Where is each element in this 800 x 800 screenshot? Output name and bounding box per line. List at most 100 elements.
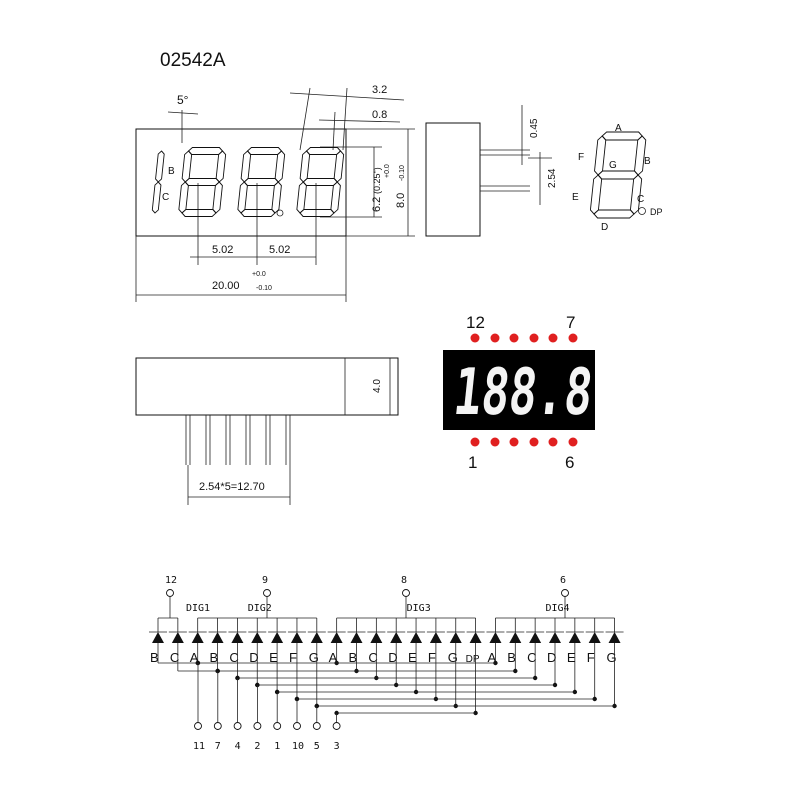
- segment-label: A: [190, 650, 199, 665]
- led-pin-dots: [470, 333, 578, 447]
- segment-pin-label: 1: [274, 741, 280, 752]
- segment-label: A: [487, 650, 496, 665]
- segment-label: B: [507, 650, 516, 665]
- segment-f: [299, 150, 311, 183]
- side-view: 0.45 2.54: [425, 105, 558, 237]
- segment-label: C: [229, 650, 238, 665]
- pin-label-12: 12: [466, 313, 485, 332]
- front-digit-2: [178, 147, 227, 217]
- pin-dot-bottom: [568, 437, 578, 447]
- pin-terminal: [561, 589, 569, 597]
- segmap-label-f: F: [578, 152, 584, 163]
- segment-c: [151, 181, 162, 214]
- dim-segment-thickness: 0.8: [372, 109, 387, 121]
- display-readout: 188.8: [450, 355, 596, 430]
- seg-label-b: B: [168, 166, 175, 177]
- pin-dot-top: [568, 333, 578, 343]
- front-digit-4: [296, 147, 345, 217]
- diode-triangle-icon: [608, 632, 621, 643]
- pin-label-1: 1: [468, 453, 477, 472]
- dim-digit-height-inch: (0.25"): [372, 167, 382, 194]
- pin-terminal: [312, 722, 321, 730]
- segment-b: [274, 150, 286, 183]
- bottom-pin: [225, 415, 231, 465]
- segmap-digit: [589, 131, 647, 219]
- diode-f: F: [426, 618, 445, 702]
- digit-label: DIG3: [407, 603, 431, 614]
- segment-pin-label: 10: [292, 741, 304, 752]
- pin-label-7: 7: [566, 313, 575, 332]
- pin-label-6: 6: [565, 453, 574, 472]
- segment-label: E: [408, 650, 417, 665]
- pin-dot-top: [529, 333, 539, 343]
- diode-triangle-icon: [310, 632, 323, 643]
- common-pin-label: 8: [401, 575, 407, 586]
- dim-height-tol-minus: -0.10: [399, 165, 406, 181]
- diode-triangle-icon: [390, 632, 403, 643]
- dim-height: 8.0: [395, 193, 407, 208]
- segment-e: [178, 181, 189, 214]
- side-body-outline: [425, 122, 481, 237]
- segment-e: [237, 181, 248, 214]
- angle-line: [167, 111, 199, 115]
- diode-triangle-icon: [568, 632, 581, 643]
- diode-d: D: [387, 618, 406, 688]
- segment-label: DP: [466, 654, 480, 665]
- segment-label: G: [309, 650, 319, 665]
- diode-triangle-icon: [211, 632, 224, 643]
- diode-triangle-icon: [271, 632, 284, 643]
- bottom-pin: [265, 415, 271, 465]
- diode-triangle-icon: [429, 632, 442, 643]
- segment-label: C: [368, 650, 377, 665]
- bottom-pin: [285, 415, 291, 465]
- segment-label: B: [210, 650, 219, 665]
- segment-label: D: [388, 650, 397, 665]
- segment-label: F: [289, 650, 297, 665]
- segment-label: G: [448, 650, 458, 665]
- extension-line: [299, 87, 311, 151]
- segment-d: [593, 209, 635, 219]
- seg-label-c: C: [162, 192, 169, 203]
- digit-label: DIG2: [248, 603, 272, 614]
- dim-pin-span: 2.54*5=12.70: [199, 481, 265, 493]
- dim-pitch-1: 5.02: [212, 244, 233, 256]
- segment-e: [589, 174, 603, 215]
- segment-label: D: [547, 650, 556, 665]
- segment-g: [243, 178, 279, 186]
- pin-terminal: [273, 722, 282, 730]
- pin-terminal: [166, 589, 174, 597]
- pin-dot-top: [490, 333, 500, 343]
- diode-triangle-icon: [509, 632, 522, 643]
- dim-width: 20.00: [212, 280, 240, 292]
- bottom-pin: [205, 415, 211, 465]
- diode-f: F: [287, 618, 306, 702]
- dim-pitch-2: 5.02: [269, 244, 290, 256]
- pin-terminal: [233, 722, 242, 730]
- diode-c: C: [526, 618, 545, 681]
- extension-line: [342, 87, 348, 151]
- diode-e: E: [407, 618, 426, 695]
- segment-a: [246, 147, 283, 155]
- pin-terminal: [402, 589, 410, 597]
- diode-triangle-icon: [191, 632, 204, 643]
- diode-g: G: [605, 618, 624, 709]
- diode-triangle-icon: [588, 632, 601, 643]
- digit-label: DIG4: [545, 603, 569, 614]
- segment-width-dim-line: [289, 92, 405, 101]
- diode-triangle-icon: [152, 632, 164, 643]
- segment-a: [305, 147, 342, 155]
- dim-pin-width: 0.45: [529, 118, 540, 138]
- diode-triangle-icon: [370, 632, 383, 643]
- segment-label: C: [170, 650, 179, 665]
- pin-dot-bottom: [509, 437, 519, 447]
- dim-height-tol-plus: +0.0: [384, 164, 391, 178]
- segment-f: [240, 150, 252, 183]
- diode-b: B: [506, 618, 525, 674]
- dim-digit-height: 6.2: [371, 197, 383, 212]
- segment-label: C: [527, 650, 536, 665]
- common-pin-label: 12: [165, 575, 177, 586]
- diode-triangle-icon: [330, 632, 343, 643]
- pin-dot-bottom: [490, 437, 500, 447]
